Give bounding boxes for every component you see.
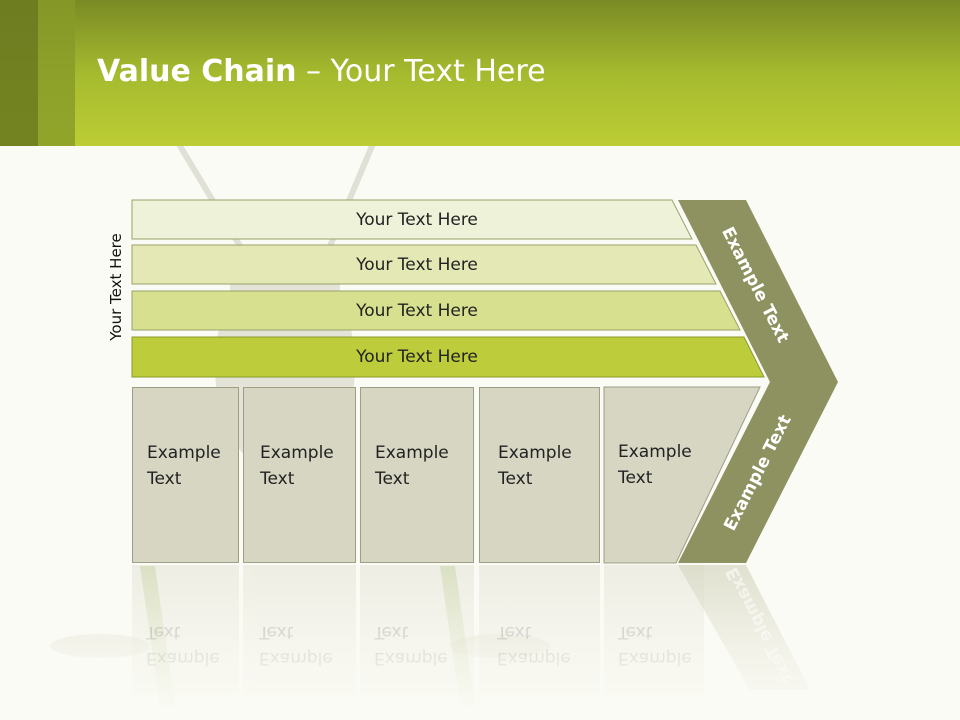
- activity-line2: Text: [260, 469, 295, 489]
- support-bar-3-shape: [131, 290, 741, 331]
- activity-line2: Text: [375, 469, 410, 489]
- activity-line1: Example: [147, 443, 221, 463]
- reflection-fade-overlay: [0, 560, 960, 720]
- chevron-shape: [678, 200, 838, 563]
- header-accent-strip: [0, 0, 38, 146]
- support-bar-1-shape: [131, 199, 693, 240]
- activity-line1: Example: [260, 443, 334, 463]
- activity-line1: Example: [375, 443, 449, 463]
- activity-line1: Example: [498, 443, 572, 463]
- activity-line2: Text: [147, 469, 182, 489]
- support-bar-label-1: Your Text Here: [356, 209, 478, 230]
- activity-line2: Text: [618, 468, 653, 488]
- support-bar-label-2: Your Text Here: [356, 254, 478, 275]
- support-bar-4-shape: [131, 336, 765, 378]
- header-accent-strip: [38, 0, 75, 146]
- slide-title: Value Chain – Your Text Here: [97, 54, 546, 89]
- support-bar-2-shape: [131, 244, 717, 285]
- activity-line1: Example: [618, 442, 692, 462]
- activity-line2: Text: [498, 469, 533, 489]
- title-rest: – Your Text Here: [296, 54, 546, 89]
- support-bar-label-4: Your Text Here: [356, 346, 478, 367]
- title-bold: Value Chain: [97, 54, 297, 89]
- support-bar-label-3: Your Text Here: [356, 300, 478, 321]
- header-band: Value Chain – Your Text Here: [0, 0, 960, 146]
